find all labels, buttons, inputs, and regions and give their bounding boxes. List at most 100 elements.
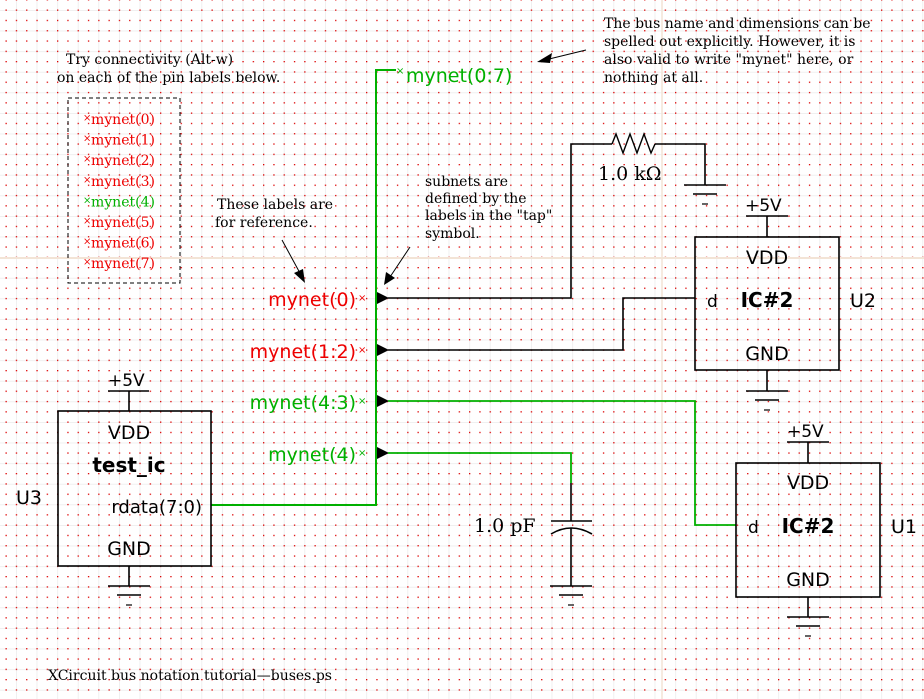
note-subnets-4: symbol. <box>425 226 480 242</box>
reference-label-box <box>67 97 181 284</box>
bus-label[interactable]: mynet(0:7) <box>406 65 512 87</box>
pin-mark-icon: × <box>83 195 91 206</box>
u3-vdd: VDD <box>108 422 150 444</box>
u1-name: IC#2 <box>782 514 835 538</box>
u2-name: IC#2 <box>741 288 794 312</box>
u1-pin-d: d <box>748 518 759 538</box>
u3-gnd: GND <box>107 538 151 560</box>
wires <box>388 143 736 526</box>
u1-gnd: GND <box>786 569 830 591</box>
reference-label[interactable]: ×mynet(4) <box>83 194 155 210</box>
taps: mynet(0)×mynet(1:2)×mynet(4:3)×mynet(4)× <box>250 289 389 466</box>
note-subnets-1: subnets are <box>425 174 508 190</box>
reference-label-text: mynet(0) <box>91 112 155 128</box>
u2-power: +5V <box>745 196 782 216</box>
ground-icon <box>684 184 726 205</box>
reference-label[interactable]: ×mynet(0) <box>83 112 155 128</box>
u3-power: +5V <box>108 371 145 391</box>
arrow-subnets <box>389 246 411 278</box>
ground-icon <box>550 585 592 606</box>
tap-arrow-icon <box>377 292 389 304</box>
component-u3[interactable]: +5V VDD test_ic rdata(7:0) GND U3 <box>16 371 212 586</box>
note-subnets-2: defined by the <box>425 191 527 207</box>
wire-net43 <box>388 400 736 526</box>
pin-mark-icon: × <box>83 175 91 186</box>
u2-pin-d: d <box>707 292 718 312</box>
wire-net4 <box>388 452 572 483</box>
tap-arrow-icon <box>377 395 389 407</box>
reference-label-text: mynet(5) <box>91 215 155 231</box>
note-try-connectivity-2: on each of the pin labels below. <box>57 70 280 86</box>
reference-label[interactable]: ×mynet(7) <box>83 256 155 272</box>
note-reference-2: for reference. <box>215 215 313 231</box>
pin-mark-icon: × <box>358 293 366 304</box>
note-bus-name-4: nothing at all. <box>604 70 703 86</box>
resistor[interactable]: 1.0 kΩ <box>598 131 662 185</box>
reference-labels: ×mynet(0)×mynet(1)×mynet(2)×mynet(3)×myn… <box>83 112 155 272</box>
u1-ref: U1 <box>891 516 917 538</box>
bus-wire <box>211 69 396 506</box>
pin-mark-icon: × <box>358 396 366 407</box>
resistor-zigzag-icon <box>611 131 656 156</box>
tap-label[interactable]: mynet(1:2)× <box>250 341 389 363</box>
pin-mark-icon: × <box>83 134 91 145</box>
reference-label[interactable]: ×mynet(5) <box>83 215 155 231</box>
annotation-arrows <box>281 49 587 285</box>
pin-mark-icon: × <box>358 448 366 459</box>
tap-arrow-icon <box>377 344 389 356</box>
note-try-connectivity-1: Try connectivity (Alt-w) <box>66 52 233 68</box>
reference-label-text: mynet(4) <box>91 194 155 210</box>
tap-label[interactable]: mynet(0)× <box>268 289 389 311</box>
arrowhead-icon <box>537 53 552 63</box>
pin-mark-icon: × <box>83 154 91 165</box>
pin-mark-icon: × <box>83 113 91 124</box>
note-reference-1: These labels are <box>217 197 333 213</box>
u1-vdd: VDD <box>787 472 829 494</box>
reference-label[interactable]: ×mynet(3) <box>83 174 155 190</box>
tap-label[interactable]: mynet(4:3)× <box>250 392 389 414</box>
arrow-reference <box>281 239 302 276</box>
tap-label-text: mynet(4:3) <box>250 392 356 414</box>
u1-power: +5V <box>787 422 824 442</box>
note-bus-name-1: The bus name and dimensions can be <box>604 16 871 32</box>
reference-label-text: mynet(3) <box>91 174 155 190</box>
grounds <box>108 184 829 637</box>
tap-label-text: mynet(0) <box>268 289 356 311</box>
reference-label[interactable]: ×mynet(2) <box>83 153 155 169</box>
component-u2[interactable]: +5V VDD IC#2 d GND U2 <box>694 196 876 391</box>
wire-resistor-ground <box>655 143 706 185</box>
capacitor[interactable]: 1.0 pF <box>474 483 593 586</box>
tap-arrow-icon <box>377 447 389 459</box>
u2-vdd: VDD <box>746 247 788 269</box>
tap-label[interactable]: mynet(4)× <box>268 444 389 466</box>
footer-title: XCircuit bus notation tutorial—buses.ps <box>48 668 332 684</box>
arrowhead-icon <box>294 269 305 283</box>
arrow-bus-name <box>544 49 587 61</box>
tap-label-text: mynet(4) <box>268 444 356 466</box>
pin-mark-icon: × <box>83 216 91 227</box>
bus[interactable]: × mynet(0:7) <box>211 65 512 506</box>
pin-mark-icon: × <box>83 257 91 268</box>
u3-pin-rdata: rdata(7:0) <box>111 497 202 518</box>
reference-label-text: mynet(1) <box>91 133 155 149</box>
note-bus-name-3: also valid to write "mynet" here, or <box>604 52 854 68</box>
pin-mark-icon: × <box>83 237 91 248</box>
pin-mark-icon: × <box>358 345 366 356</box>
u3-ref: U3 <box>16 487 42 509</box>
component-u1[interactable]: +5V VDD IC#2 d GND U1 <box>735 422 917 617</box>
reference-label[interactable]: ×mynet(1) <box>83 133 155 149</box>
reference-label[interactable]: ×mynet(6) <box>83 236 155 252</box>
reference-label-text: mynet(7) <box>91 256 155 272</box>
note-bus-name-2: spelled out explicitly. However, it is <box>604 34 855 50</box>
reference-label-text: mynet(6) <box>91 236 155 252</box>
bus-pin-mark: × <box>396 66 404 77</box>
tap-label-text: mynet(1:2) <box>250 341 356 363</box>
u3-body <box>57 410 212 567</box>
resistor-value: 1.0 kΩ <box>598 163 662 185</box>
note-subnets-3: labels in the "tap" <box>425 208 552 224</box>
capacitor-value: 1.0 pF <box>474 515 536 537</box>
u2-ref: U2 <box>850 290 876 312</box>
u3-name: test_ic <box>92 453 165 477</box>
